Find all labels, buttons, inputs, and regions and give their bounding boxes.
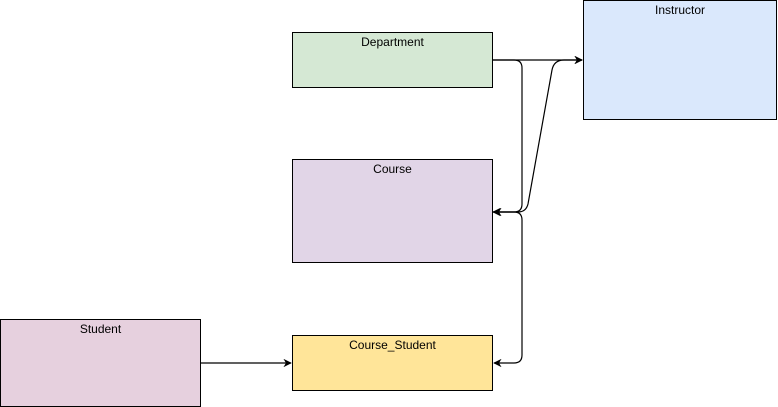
department-node[interactable]: Department [292, 32, 493, 88]
student-label: Student [79, 322, 122, 336]
edge-department-course [493, 59, 523, 217]
course-label: Course [373, 162, 412, 176]
course-node[interactable]: Course [292, 159, 493, 263]
edge-course-course-student [492, 207, 523, 368]
instructor-node[interactable]: Instructor [583, 0, 777, 120]
course-student-label: Course_Student [349, 338, 436, 352]
department-label: Department [361, 35, 424, 49]
instructor-label: Instructor [654, 3, 705, 17]
edge-course-instructor [493, 55, 583, 213]
course-student-node[interactable]: Course_Student [292, 335, 493, 391]
student-node[interactable]: Student [0, 319, 201, 407]
